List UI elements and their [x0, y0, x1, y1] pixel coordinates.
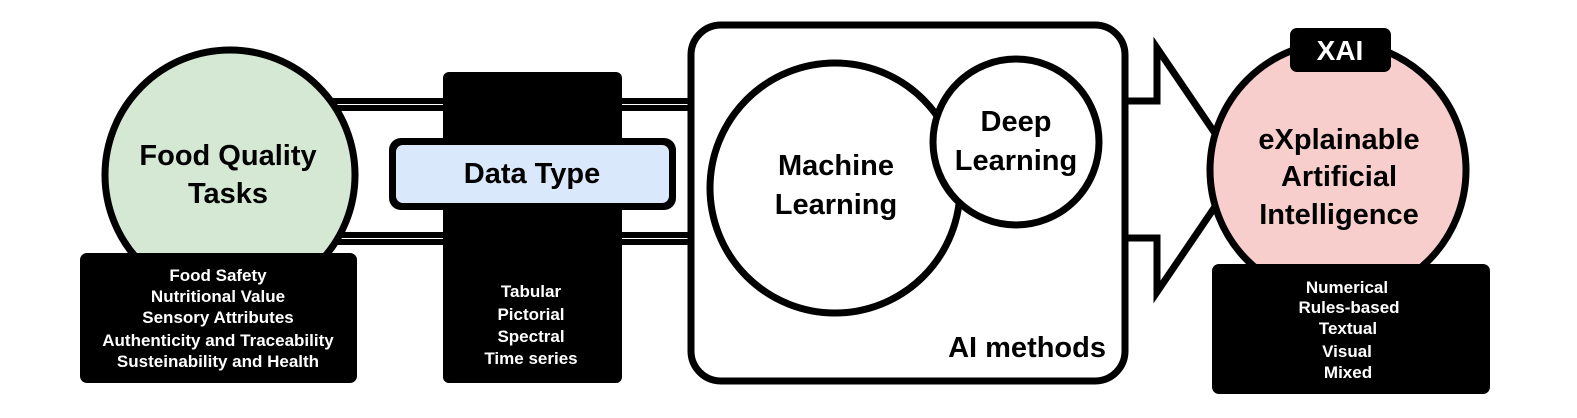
food-quality-title-line-1: Food Quality [139, 140, 316, 172]
data-type-label-fill [396, 145, 669, 203]
xai-title-line-2: Artificial [1281, 161, 1397, 193]
xai-items-box [1212, 264, 1490, 394]
xai-item: Numerical [1306, 278, 1388, 297]
data-type-item: Time series [484, 349, 577, 368]
data-type-item: Tabular [501, 282, 562, 301]
machine-learning-circle [706, 59, 964, 317]
machine-learning-line-2: Learning [775, 189, 897, 221]
food-quality-item: Food Safety [169, 266, 267, 285]
deep-learning-line-1: Deep [981, 106, 1052, 138]
data-type-label: Data Type [464, 158, 600, 190]
xai-item: Rules-based [1298, 298, 1399, 317]
xai-title-line-3: Intelligence [1259, 199, 1419, 231]
deep-learning-line-2: Learning [955, 145, 1077, 177]
food-quality-items-box [80, 253, 357, 383]
food-quality-item: Sensory Attributes [142, 308, 293, 327]
deep-learning-circle [929, 55, 1103, 229]
food-quality-item: Authenticity and Traceability [102, 331, 334, 350]
machine-learning-line-1: Machine [778, 150, 894, 182]
xai-badge [1290, 28, 1391, 72]
xai-title-line-1: eXplainable [1258, 124, 1419, 156]
xai-item: Visual [1322, 342, 1372, 361]
food-quality-item: Susteinability and Health [117, 352, 319, 371]
xai-item: Mixed [1324, 363, 1372, 382]
data-type-item: Spectral [497, 327, 564, 346]
xai-badge-text: XAI [1317, 35, 1364, 66]
food-quality-title-line-2: Tasks [188, 178, 268, 210]
food-quality-item: Nutritional Value [151, 287, 285, 306]
ai-methods-label: AI methods [948, 332, 1106, 364]
data-type-item: Pictorial [497, 305, 564, 324]
xai-item: Textual [1319, 319, 1377, 338]
